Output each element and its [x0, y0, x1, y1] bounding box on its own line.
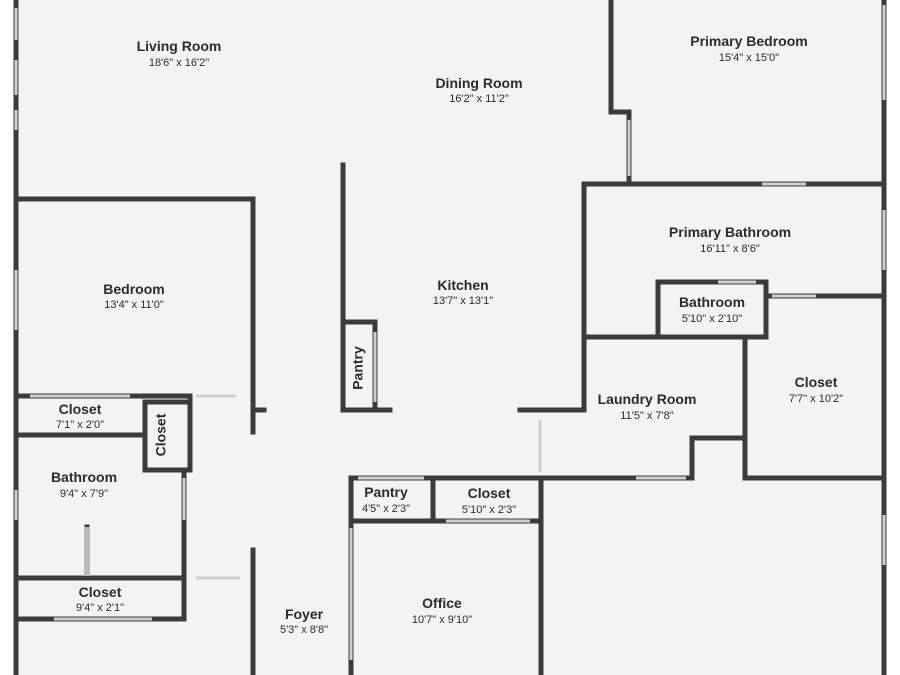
room-dims-laundry-room: 11'5" x 7'8" — [620, 410, 673, 422]
room-label-foyer: Foyer — [285, 606, 324, 622]
room-label-closet-vertical: Closet — [153, 413, 169, 456]
room-dims-closet-center: 5'10" x 2'3" — [462, 504, 516, 516]
room-dims-living-room: 18'6" x 16'2" — [149, 57, 209, 69]
room-label-closet-bedroom: Closet — [59, 401, 102, 417]
room-label-bedroom: Bedroom — [103, 281, 164, 297]
room-dims-office: 10'7" x 9'10" — [412, 614, 472, 626]
room-label-bathroom-small: Bathroom — [679, 294, 745, 310]
room-label-laundry-room: Laundry Room — [598, 391, 697, 407]
windows — [14, 5, 886, 660]
room-label-pantry: Pantry — [364, 484, 408, 500]
room-label-closet-lower: Closet — [79, 584, 122, 600]
room-dims-dining-room: 16'2" x 11'2" — [449, 93, 509, 105]
room-label-closet-center: Closet — [468, 485, 511, 501]
room-dims-closet-lower: 9'4" x 2'1" — [76, 602, 124, 614]
room-label-primary-bedroom: Primary Bedroom — [690, 33, 807, 49]
room-dims-bathroom: 9'4" x 7'9" — [60, 488, 108, 500]
shower-fixture — [84, 527, 90, 576]
room-dims-bathroom-small: 5'10" x 2'10" — [682, 313, 742, 325]
room-label-bathroom: Bathroom — [51, 469, 117, 485]
room-dims-primary-bathroom: 16'11" x 8'6" — [700, 243, 760, 255]
room-dims-foyer: 5'3" x 8'8" — [280, 624, 328, 636]
room-dims-pantry: 4'5" x 2'3" — [362, 503, 410, 515]
room-label-dining-room: Dining Room — [435, 75, 522, 91]
room-label-office: Office — [422, 595, 462, 611]
room-labels: Living Room 18'6" x 16'2" Dining Room 16… — [51, 33, 843, 636]
room-dims-closet-bedroom: 7'1" x 2'0" — [56, 419, 104, 431]
room-label-closet-right: Closet — [795, 374, 838, 390]
room-label-primary-bathroom: Primary Bathroom — [669, 224, 791, 240]
room-label-kitchen: Kitchen — [437, 277, 488, 293]
room-dims-bedroom: 13'4" x 11'0" — [104, 299, 164, 311]
room-dims-primary-bedroom: 15'4" x 15'0" — [719, 52, 779, 64]
room-label-pantry-vertical: Pantry — [350, 346, 366, 390]
room-dims-closet-right: 7'7" x 10'2" — [789, 393, 843, 405]
room-label-living-room: Living Room — [137, 38, 222, 54]
room-dims-kitchen: 13'7" x 13'1" — [433, 295, 493, 307]
